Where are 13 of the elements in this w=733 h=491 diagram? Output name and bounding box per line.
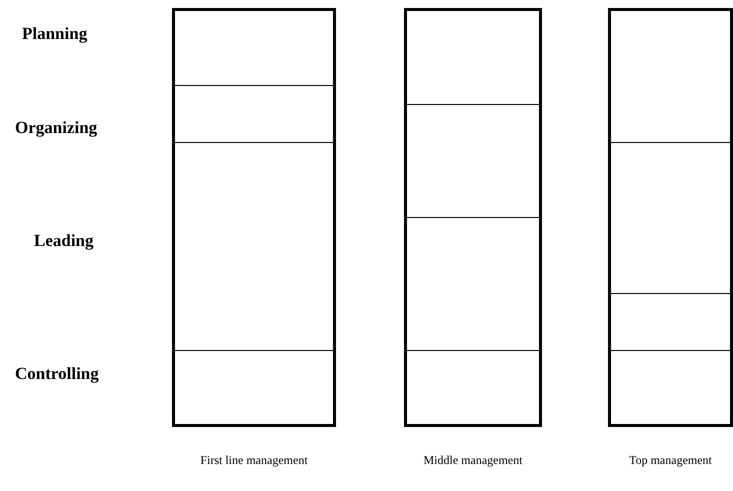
node-label: Top management	[628, 452, 713, 468]
bar-segment	[407, 350, 539, 427]
row-label: Planning	[22, 24, 88, 44]
row-label: Leading	[34, 231, 94, 251]
bar	[404, 8, 542, 427]
bar-segment	[611, 350, 730, 427]
bar	[608, 8, 733, 427]
bar-segment	[175, 350, 333, 427]
bar	[172, 8, 336, 427]
node-label: Middle management	[422, 452, 524, 468]
row-label: Controlling	[15, 364, 99, 384]
node-label: First line management	[199, 452, 309, 468]
row-label: Organizing	[15, 118, 98, 138]
